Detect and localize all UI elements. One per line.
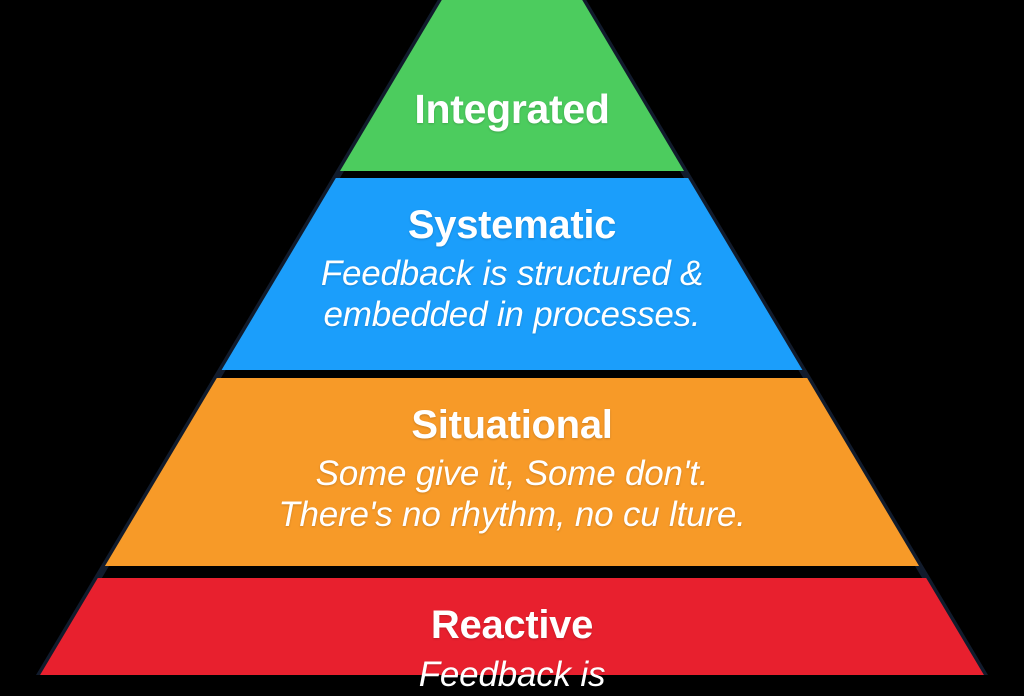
pyramid-band-systematic	[24, 178, 1000, 370]
pyramid-band-situational	[24, 378, 1000, 566]
pyramid-band-integrated	[24, 0, 1000, 171]
pyramid-graphic	[24, 0, 1000, 675]
pyramid-diagram: Integrated Systematic Feedback is struct…	[24, 0, 1000, 694]
pyramid-band-reactive	[24, 578, 1000, 675]
